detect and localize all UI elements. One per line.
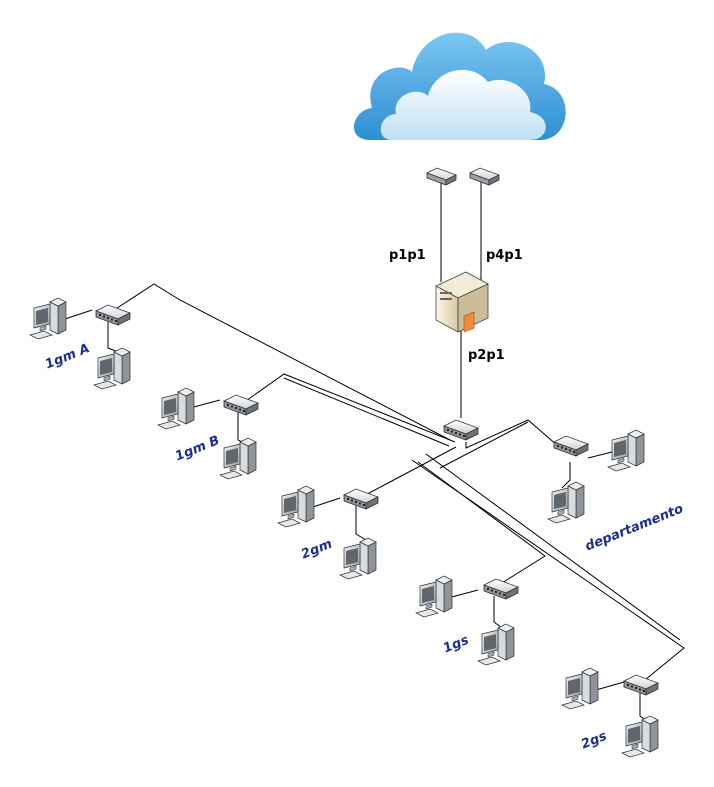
pc-icon (561, 667, 599, 710)
switch-icon (223, 394, 259, 416)
pc-icon (607, 429, 645, 472)
switch-icon (343, 488, 379, 510)
pc-icon (29, 297, 67, 340)
pc-icon (219, 437, 257, 480)
pc-icon (547, 481, 585, 524)
core-switch-icon (443, 419, 479, 441)
pc-icon (477, 623, 515, 666)
switch-icon (483, 578, 519, 600)
pc-icon (157, 387, 195, 430)
switch-icon (95, 304, 131, 326)
pc-icon (93, 347, 131, 390)
pc-icon (621, 715, 659, 758)
router-icon (426, 167, 457, 186)
switch-icon (553, 435, 589, 457)
port-label-p4p1: p4p1 (486, 248, 523, 263)
trunk-cables (107, 283, 685, 685)
pc-icon (339, 537, 377, 580)
server-icon (435, 271, 489, 333)
switch-icon (623, 674, 659, 696)
cloud-icon (353, 32, 566, 140)
lan-drops (61, 309, 649, 723)
pc-icon (277, 485, 315, 528)
port-label-p2p1: p2p1 (468, 348, 505, 363)
router-icon (469, 167, 500, 186)
uplink-cables (440, 178, 482, 418)
port-label-p1p1: p1p1 (389, 248, 426, 263)
pc-icon (415, 575, 453, 618)
